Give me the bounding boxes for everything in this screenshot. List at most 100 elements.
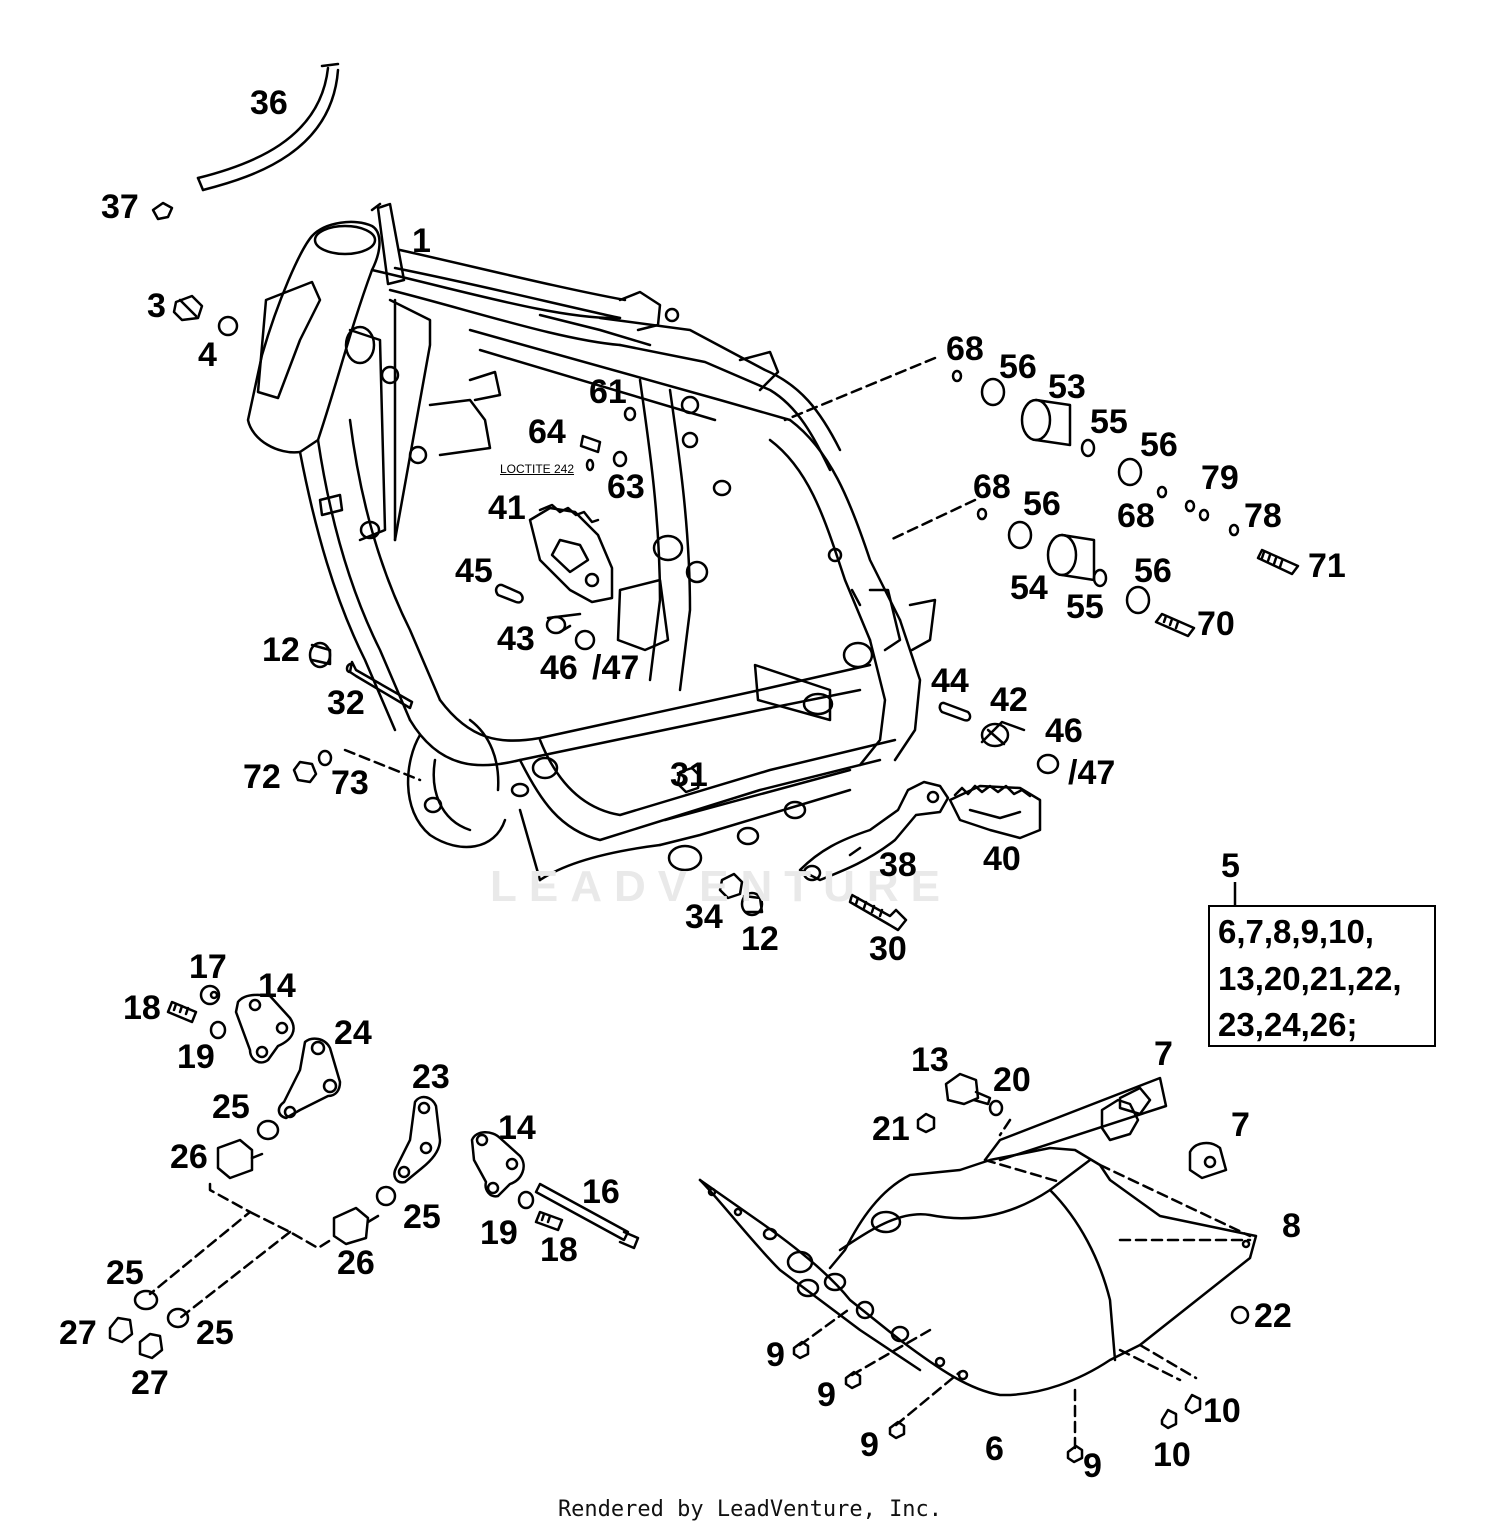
right-washer <box>1036 753 1060 775</box>
lower-nut-2 <box>718 872 744 900</box>
callout-1: 1 <box>412 222 431 260</box>
callout-8: 8 <box>1282 1207 1301 1245</box>
frame-bushing <box>308 641 332 669</box>
washer-25d <box>166 1307 190 1329</box>
side-stand <box>798 780 950 882</box>
callout-18-a: 18 <box>123 989 161 1027</box>
callout-55-b: 55 <box>1066 588 1104 626</box>
callout-5: 5 <box>1221 847 1240 885</box>
mount-leaders <box>148 1182 336 1320</box>
screw-27a <box>108 1316 134 1344</box>
callout-68-b: 68 <box>973 468 1011 506</box>
callout-31: 31 <box>670 756 708 794</box>
kit-line-3: 23,24,26; <box>1218 1006 1358 1043</box>
callout-71: 71 <box>1308 547 1346 585</box>
engine-mount-parts <box>951 369 1300 638</box>
through-bolt-16 <box>534 1182 640 1250</box>
left-footpeg <box>528 503 614 604</box>
callout-19-b: 19 <box>480 1214 518 1252</box>
kit-line-2: 13,20,21,22, <box>1218 960 1402 997</box>
kit-line-1: 6,7,8,9,10, <box>1218 913 1374 950</box>
footpeg-spring <box>545 612 582 635</box>
callout-30: 30 <box>869 930 907 968</box>
skid-plate-washer-20 <box>988 1099 1004 1117</box>
callout-78: 78 <box>1244 497 1282 535</box>
callout-43: 43 <box>497 620 535 658</box>
callout-14-a: 14 <box>258 967 296 1005</box>
callout-47-left: /47 <box>592 649 640 687</box>
bolt-18b <box>534 1210 564 1232</box>
lower-bushing <box>740 891 764 917</box>
callout-70: 70 <box>1197 605 1235 643</box>
callout-18-b: 18 <box>540 1231 578 1269</box>
callout-25-a: 25 <box>212 1088 250 1126</box>
washer-19b <box>517 1190 535 1210</box>
rubber-mount-26b <box>332 1206 380 1246</box>
callout-27-b: 27 <box>131 1364 169 1402</box>
frame-bolt <box>345 660 414 710</box>
callout-41: 41 <box>488 489 526 527</box>
drain-o-ring <box>317 749 333 767</box>
skid-plate-nut-21 <box>916 1112 936 1134</box>
callout-47-right: /47 <box>1068 754 1116 792</box>
callout-46-left: 46 <box>540 649 578 687</box>
engine-bracket-23 <box>393 1095 442 1184</box>
callout-10-a: 10 <box>1203 1392 1241 1430</box>
callout-37: 37 <box>101 188 139 226</box>
lower-nut <box>676 766 702 794</box>
engine-mount-hardware <box>783 356 977 542</box>
washer-19a <box>209 1020 227 1040</box>
washer <box>574 629 596 651</box>
washer-25c <box>133 1289 159 1311</box>
callout-79: 79 <box>1201 459 1239 497</box>
skid-plate-screws <box>792 1340 1202 1464</box>
spacer-17 <box>199 984 221 1006</box>
right-footpeg-pin <box>938 701 972 722</box>
callout-20: 20 <box>993 1061 1031 1099</box>
callout-9-d: 9 <box>1083 1447 1102 1485</box>
callout-12-lower: 12 <box>741 920 779 958</box>
callout-34: 34 <box>685 898 723 936</box>
side-stand-bolt <box>848 893 908 932</box>
kit-leader <box>1233 882 1237 906</box>
skid-plate-spacer-13 <box>944 1072 992 1106</box>
callout-26-a: 26 <box>170 1138 208 1176</box>
callout-73: 73 <box>331 764 369 802</box>
skid-plate-bracket-7b <box>1188 1141 1228 1180</box>
callout-22: 22 <box>1254 1297 1292 1335</box>
callout-9-a: 9 <box>766 1336 785 1374</box>
footer-credit: Rendered by LeadVenture, Inc. <box>557 1497 943 1522</box>
callout-24: 24 <box>334 1014 372 1052</box>
loctite-note: LOCTITE 242 <box>500 462 575 476</box>
callout-13: 13 <box>911 1041 949 1079</box>
callout-55-a: 55 <box>1090 403 1128 441</box>
callout-64: 64 <box>528 413 566 451</box>
engine-bracket-24 <box>277 1037 342 1120</box>
washer-25b <box>375 1185 397 1207</box>
main-frame <box>246 202 937 882</box>
plug-screw <box>172 294 204 322</box>
callout-68-a: 68 <box>946 330 984 368</box>
callout-17: 17 <box>189 948 227 986</box>
callout-25-c: 25 <box>106 1254 144 1292</box>
callout-21: 21 <box>872 1110 910 1148</box>
kit-contents-box: 6,7,8,9,10, 13,20,21,22, 23,24,26; <box>1208 905 1436 1047</box>
callout-27-a: 27 <box>59 1314 97 1352</box>
bolt-18a <box>166 1000 198 1024</box>
callout-4: 4 <box>198 336 217 374</box>
callout-14-b: 14 <box>498 1109 536 1147</box>
callout-3: 3 <box>147 287 166 325</box>
engine-bracket-14a <box>234 993 295 1064</box>
breather-hose <box>196 62 340 192</box>
callout-32: 32 <box>327 684 365 722</box>
callout-36: 36 <box>250 84 288 122</box>
callout-46-right: 46 <box>1045 712 1083 750</box>
callout-9-c: 9 <box>860 1426 879 1464</box>
rubber-mount-26a <box>216 1138 264 1180</box>
callout-63: 63 <box>607 468 645 506</box>
watermark: LEADVENTURE <box>490 862 953 911</box>
callout-25-d: 25 <box>196 1314 234 1352</box>
callout-38: 38 <box>879 846 917 884</box>
skid-plate-leaders <box>798 1118 1252 1452</box>
callout-68-c: 68 <box>1117 497 1155 535</box>
